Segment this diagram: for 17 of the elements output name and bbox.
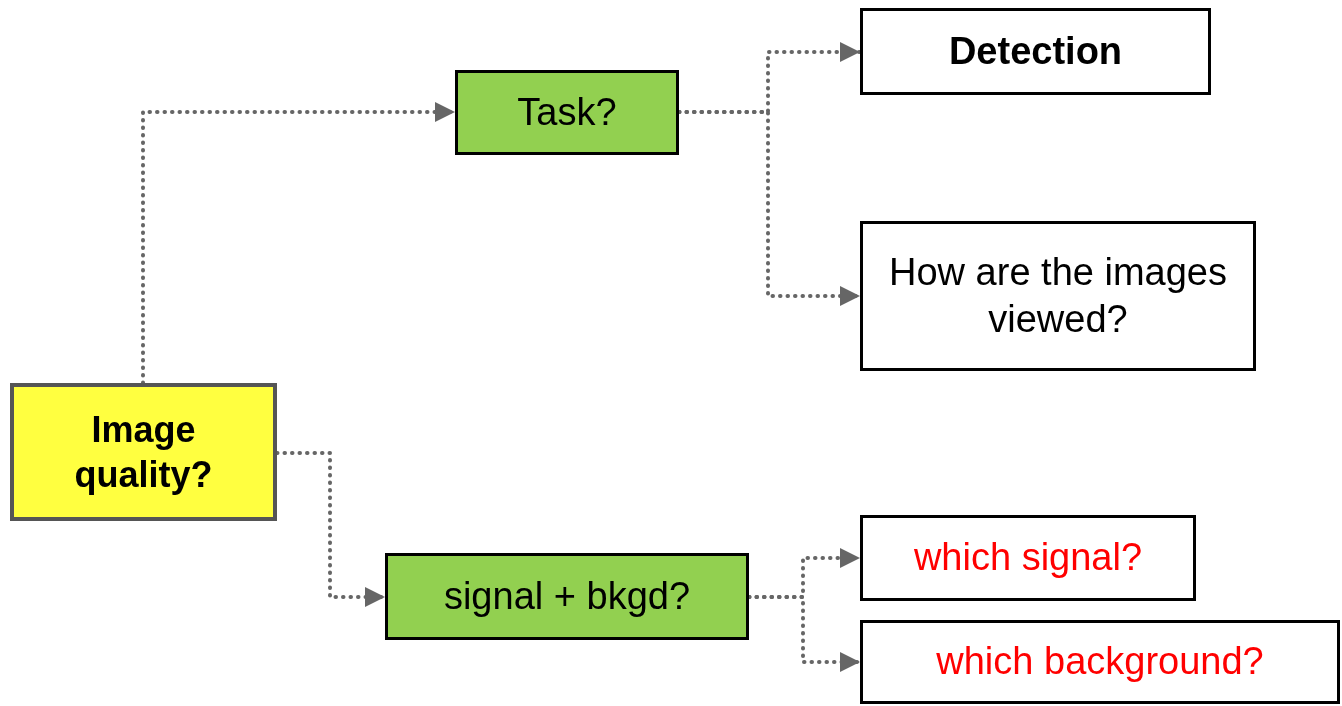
decision-box (455, 70, 679, 155)
outcome-box (860, 221, 1256, 371)
node-label: which background? (936, 639, 1264, 685)
decision-box (10, 383, 277, 521)
dotted-arrow (677, 110, 862, 306)
node-label: Image quality? (73, 408, 214, 497)
decision-box (385, 553, 749, 640)
node-label: which signal? (913, 535, 1143, 581)
dotted-arrow (141, 102, 457, 385)
node-label: Task? (517, 89, 617, 135)
outcome-box (860, 515, 1196, 601)
node-label: signal + bkgd? (443, 573, 691, 619)
node-label: Detection (948, 28, 1123, 74)
node-label: How are the images viewed? (888, 249, 1228, 342)
dotted-arrow (747, 595, 862, 672)
outcome-box (860, 620, 1340, 704)
outcome-box (860, 8, 1211, 95)
